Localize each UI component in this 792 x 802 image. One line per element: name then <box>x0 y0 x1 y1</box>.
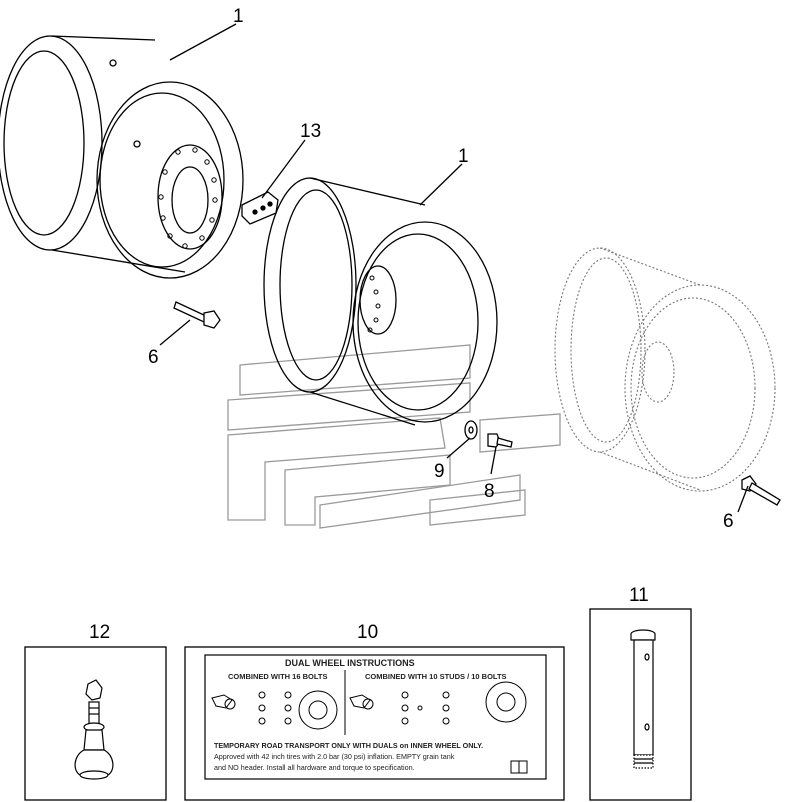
decal-title: DUAL WHEEL INSTRUCTIONS <box>285 658 415 668</box>
bolt-left <box>173 301 221 329</box>
wheel-rim-top-left <box>0 35 244 279</box>
decal-right-heading: COMBINED WITH 10 STUDS / 10 BOLTS <box>365 672 507 681</box>
decal-line-1: TEMPORARY ROAD TRANSPORT ONLY WITH DUALS… <box>214 741 483 750</box>
washer <box>464 420 478 440</box>
leader-lines <box>159 23 749 513</box>
book-icon <box>510 760 528 774</box>
bolt-small <box>487 433 513 448</box>
pin-box <box>589 608 692 801</box>
callout-wheel-top-left: 1 <box>233 6 244 27</box>
decal-line-2: Approved with 42 inch tires with 2.0 bar… <box>214 752 455 761</box>
wheel-rim-center <box>263 177 498 426</box>
decal-box: DUAL WHEEL INSTRUCTIONS COMBINED WITH 16… <box>184 646 565 801</box>
callout-bolt-small: 8 <box>484 481 495 502</box>
decal-line-3: and NO header. Install all hardware and … <box>214 763 415 772</box>
callout-bolt-right: 6 <box>723 511 734 532</box>
pin <box>630 629 656 769</box>
callout-wheel-center: 1 <box>458 146 469 167</box>
callout-pin-box: 11 <box>629 585 649 606</box>
wheel-rim-ghost-right <box>554 247 776 492</box>
callout-valve-box: 12 <box>89 622 110 643</box>
watermark-logo <box>227 344 561 529</box>
callout-washer: 9 <box>434 461 445 482</box>
decal-left-heading: COMBINED WITH 16 BOLTS <box>228 672 327 681</box>
callout-spacer: 13 <box>300 121 321 142</box>
valve-stem <box>74 679 114 780</box>
decal-right-illustration <box>349 681 527 725</box>
callout-decal-box: 10 <box>357 622 378 643</box>
decal-left-illustration <box>211 690 338 730</box>
spacer-block <box>241 191 279 225</box>
callout-bolt-left: 6 <box>148 347 159 368</box>
valve-stem-box <box>24 646 167 801</box>
bolt-right <box>741 475 781 506</box>
